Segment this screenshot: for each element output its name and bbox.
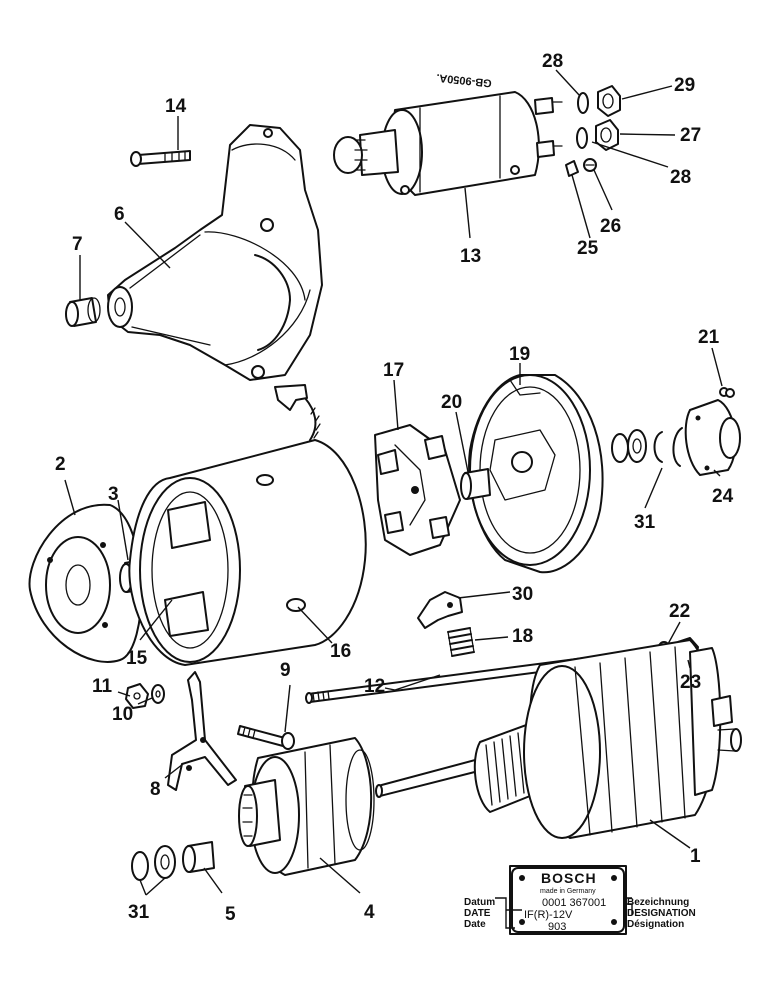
label-part-28-lower: 28 [670,167,691,188]
label-part-24: 24 [712,486,734,507]
label-part-3: 3 [108,484,119,505]
label-part-16: 16 [330,641,351,662]
label-part-23: 23 [680,672,701,693]
label-part-1: 1 [690,846,701,867]
part-solenoid-13 [333,91,563,196]
part-field-frame-16 [128,384,367,666]
label-part-6: 6 [114,204,125,225]
part-brush-holder-17 [374,424,461,556]
part-drive-end-housing-6 [107,124,323,381]
nameplate-designation-label-de: Bezeichnung [627,897,689,908]
part-terminal-nut-25 [565,160,579,177]
nameplate-date-label-fr: Date [464,919,486,930]
part-washers-31-left [131,845,176,881]
part-end-cap-24 [684,399,741,476]
label-part-9: 9 [280,660,291,681]
label-part-12: 12 [364,676,385,697]
label-part-27: 27 [680,125,701,146]
part-end-plate-2 [28,503,143,663]
part-screw-21 [719,387,735,398]
label-part-14: 14 [165,96,187,117]
part-shift-fork-8 [167,671,237,791]
nameplate-date-label-de: Datum [464,897,495,908]
nameplate-brand: BOSCH [541,870,597,886]
part-hex-nut-29 [597,85,621,117]
part-bushing-5 [182,841,215,873]
label-part-29: 29 [674,75,695,96]
label-part-13: 13 [460,246,481,267]
label-part-5: 5 [225,904,236,925]
nameplate: BOSCH made in Germany 0001 367001 IF(R)-… [464,865,696,935]
part-bushing-7 [65,297,101,327]
label-part-31-left: 31 [128,902,150,923]
part-washers-31-right [611,427,683,467]
label-part-31-right: 31 [634,512,656,533]
label-part-28-upper: 28 [542,51,563,72]
part-armature-1 [375,639,742,839]
label-part-2: 2 [55,454,66,475]
nameplate-origin: made in Germany [540,888,596,895]
nameplate-type: IF(R)-12V [524,909,573,921]
leader-lines [64,69,723,896]
nameplate-date-label-en: DATE [464,908,491,919]
part-washer-10 [151,684,165,704]
part-number-labels: 1 2 3 4 5 6 7 8 9 10 11 12 13 14 15 16 1… [55,51,734,925]
label-part-11: 11 [92,676,113,697]
label-part-26: 26 [600,216,621,237]
solenoid-stamp-text: GB-9050A. [436,71,493,89]
part-bushing-20 [460,468,491,500]
part-bolt-14 [130,150,191,167]
part-bolt-9 [237,725,295,750]
label-part-30: 30 [512,584,533,605]
part-lock-washer-28-lower [576,127,588,149]
label-part-21: 21 [698,327,720,348]
label-part-19: 19 [509,344,530,365]
label-part-4: 4 [364,902,375,923]
nameplate-designation-label-fr: Désignation [627,919,684,930]
label-part-18: 18 [512,626,533,647]
label-part-17: 17 [383,360,404,381]
label-part-20: 20 [441,392,462,413]
label-part-7: 7 [72,234,83,255]
label-part-10: 10 [112,704,133,725]
label-part-8: 8 [150,779,161,800]
part-brush-lever-30 [417,591,463,629]
label-part-15: 15 [126,648,148,669]
label-part-22: 22 [669,601,690,622]
nameplate-date-code: 903 [548,921,566,933]
nameplate-designation-label-en: DESIGNATION [627,908,696,919]
part-commutator-end-cover-19 [468,374,604,574]
part-pinion-drive-4 [238,737,375,876]
part-terminal-screw-26 [583,158,597,172]
label-part-25: 25 [577,238,599,259]
part-spring-18 [447,627,475,657]
part-hex-nut-27 [595,119,619,151]
part-lock-washer-28-upper [577,92,589,114]
nameplate-part-number: 0001 367001 [542,897,606,909]
